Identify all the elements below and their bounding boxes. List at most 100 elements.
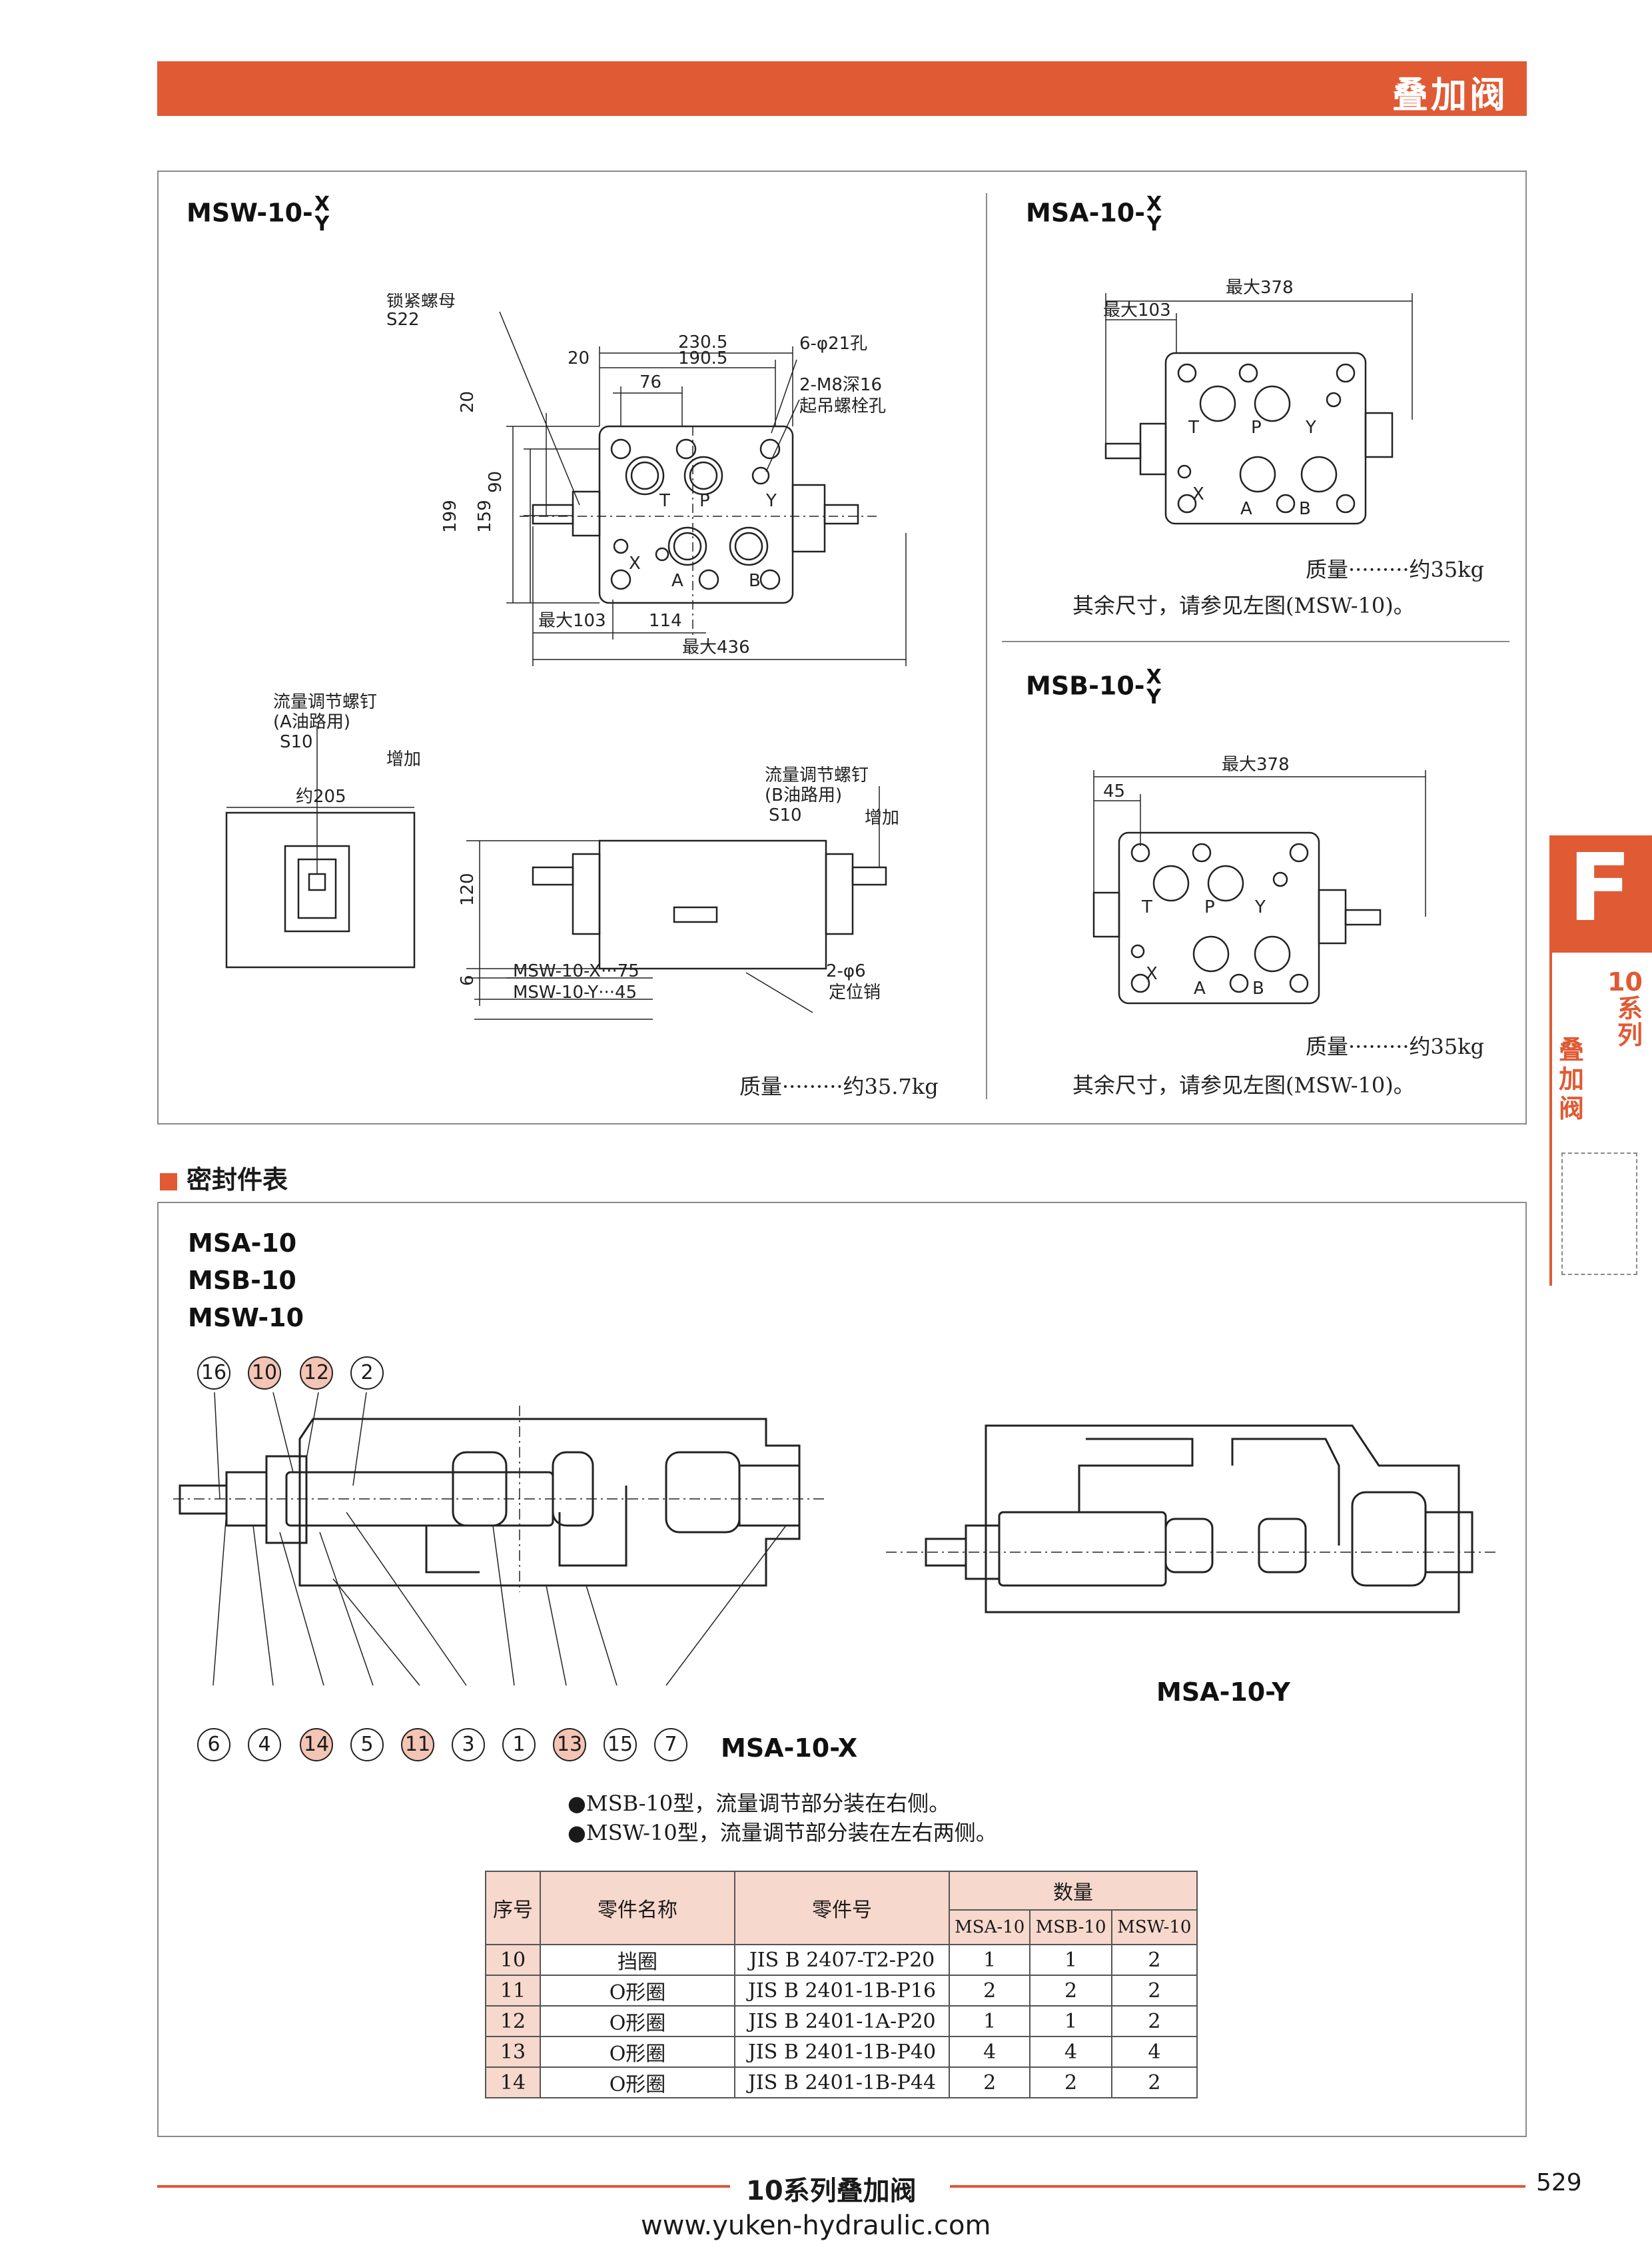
svg-text:最大103: 最大103 (538, 611, 606, 631)
msb-mass: 质量·········约35kg (1306, 1034, 1485, 1059)
svg-text:X: X (629, 554, 641, 574)
tab-name: 叠加阀 (1559, 1035, 1585, 1123)
svg-text:最大378: 最大378 (1222, 755, 1290, 775)
tab-box (1561, 1152, 1637, 1275)
callout-3: 3 (452, 1728, 485, 1761)
svg-text:90: 90 (486, 471, 506, 493)
label-msa-10-y: MSA-10-Y (1156, 1677, 1290, 1707)
svg-text:增加: 增加 (865, 808, 899, 828)
section-side-tab: F 10 系 列 叠加阀 (1549, 835, 1652, 1286)
col-msb: MSB-10 (1029, 1909, 1112, 1945)
svg-text:6: 6 (458, 975, 478, 986)
svg-text:P: P (699, 491, 710, 511)
svg-text:最大436: 最大436 (682, 638, 750, 658)
svg-text:199: 199 (440, 500, 460, 533)
svg-text:B: B (1299, 499, 1311, 519)
page-number: 529 (1536, 2169, 1582, 2196)
footer-line-left (157, 2185, 730, 2188)
svg-text:B: B (749, 571, 761, 591)
callout-6: 6 (197, 1728, 230, 1761)
callout-10: 10 (248, 1356, 281, 1390)
msa-front-view: 最大378 最大103 T P Y X A B (1103, 278, 1413, 525)
svg-text:45: 45 (1103, 781, 1125, 801)
svg-text:6-φ21孔: 6-φ21孔 (799, 334, 867, 354)
svg-text:159: 159 (475, 500, 495, 533)
banner-title: 叠加阀 (1392, 74, 1508, 116)
svg-text:最大378: 最大378 (1226, 278, 1294, 298)
callout-14: 14 (300, 1728, 333, 1761)
svg-text:114: 114 (649, 611, 682, 631)
callout-4: 4 (248, 1728, 281, 1761)
svg-text:20: 20 (458, 391, 478, 413)
col-part: 零件号 (734, 1871, 950, 1945)
svg-text:A: A (671, 571, 683, 591)
tab-series: 10 系 列 (1607, 967, 1643, 1050)
svg-text:76: 76 (639, 372, 661, 392)
svg-text:2-φ6: 2-φ6 (826, 961, 866, 981)
svg-text:120: 120 (458, 873, 478, 906)
seal-heading: 密封件表 (160, 1159, 288, 1196)
svg-text:MSW-10-X···75: MSW-10-X···75 (513, 961, 639, 981)
svg-text:190.5: 190.5 (678, 348, 727, 368)
svg-text:MSW-10-Y···45: MSW-10-Y···45 (513, 983, 637, 1003)
callout-2: 2 (350, 1356, 384, 1390)
callout-15: 15 (604, 1728, 637, 1761)
col-qty: 数量 (949, 1871, 1198, 1911)
msb-front-view: 最大378 45 T P Y X A B (1092, 755, 1426, 1005)
svg-text:T: T (1188, 418, 1199, 438)
msw-mass: 质量·········约35.7kg (739, 1074, 939, 1099)
panel-horizontal-divider (1002, 641, 1509, 642)
callout-11: 11 (401, 1728, 434, 1761)
svg-text:20: 20 (568, 348, 590, 368)
dimension-panel (157, 171, 1527, 1125)
callout-1: 1 (502, 1728, 536, 1761)
svg-text:B: B (1252, 979, 1264, 999)
svg-text:约205: 约205 (296, 787, 346, 807)
heading-square-icon (160, 1172, 177, 1190)
callout-16: 16 (197, 1356, 230, 1390)
svg-text:Y: Y (765, 491, 777, 511)
svg-text:X: X (1192, 484, 1204, 504)
svg-text:230.5: 230.5 (678, 332, 727, 352)
svg-text:增加: 增加 (386, 749, 421, 769)
col-msa: MSA-10 (948, 1909, 1031, 1945)
msw-top-view: 锁紧螺母 S22 230.5 190.5 20 76 6-φ21孔 2-M8深1… (386, 293, 907, 666)
msa-10-x-section (173, 1392, 826, 1686)
svg-text:S10: S10 (280, 732, 313, 752)
svg-text:A: A (1194, 979, 1206, 999)
col-msw: MSW-10 (1110, 1909, 1198, 1945)
svg-text:P: P (1251, 418, 1262, 438)
svg-text:X: X (1146, 964, 1158, 984)
callout-13: 13 (553, 1728, 586, 1761)
svg-text:(B油路用): (B油路用) (765, 785, 842, 805)
svg-text:T: T (1141, 897, 1152, 917)
svg-text:S10: S10 (769, 805, 802, 825)
msa-10-y-section (886, 1424, 1499, 1613)
msw-side-view: 流量调节螺钉 (A油路用) S10 增加 约205 流量调节螺钉 (B油路用) … (225, 693, 899, 1020)
footer-title: 10系列叠加阀 (746, 2176, 917, 2206)
seal-note-1: ●MSB-10型，流量调节部分装在右侧。 (568, 1791, 951, 1816)
col-name: 零件名称 (540, 1871, 735, 1945)
col-no: 序号 (485, 1871, 541, 1945)
tab-letter: F (1568, 834, 1632, 943)
msb-note: 其余尺寸，请参见左图(MSW-10)。 (1072, 1073, 1415, 1098)
seal-note-2: ●MSW-10型，流量调节部分装在左右两侧。 (568, 1820, 997, 1845)
tab-inner (1549, 953, 1652, 1286)
svg-text:2-M8深16: 2-M8深16 (799, 375, 882, 395)
svg-text:起吊螺栓孔: 起吊螺栓孔 (799, 396, 886, 416)
lock-nut-label: 锁紧螺母 (386, 293, 456, 311)
svg-text:Y: Y (1254, 897, 1266, 917)
callout-12: 12 (300, 1356, 333, 1390)
top-banner: 叠加阀 (157, 61, 1527, 116)
label-msa-10-x: MSA-10-X (721, 1733, 858, 1763)
svg-text:A: A (1240, 499, 1252, 519)
footer-line-right (950, 2185, 1525, 2188)
svg-text:Y: Y (1305, 418, 1316, 438)
